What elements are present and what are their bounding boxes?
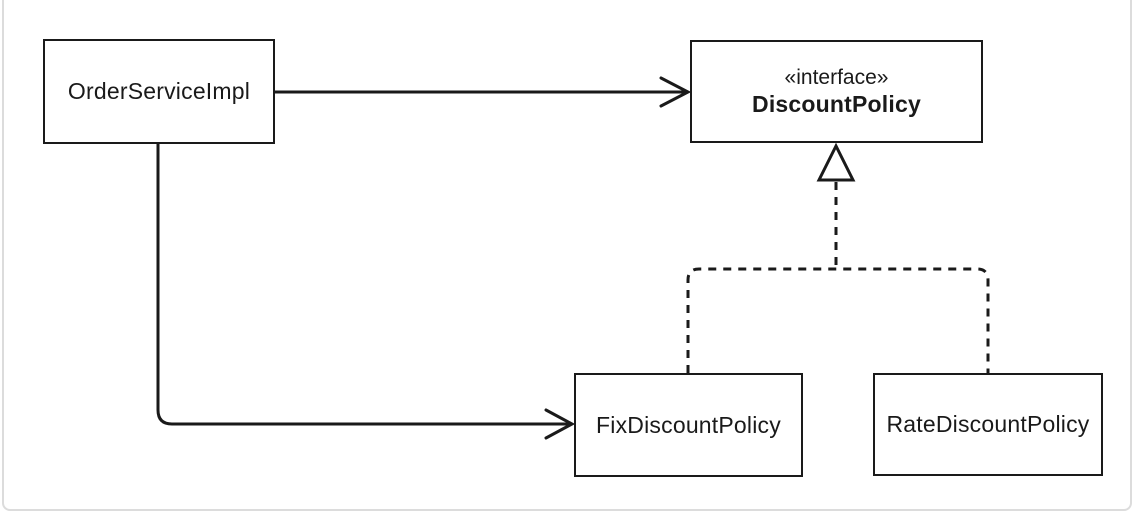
node-discount-policy-label: DiscountPolicy xyxy=(752,91,921,117)
node-discount-policy-interface: «interface» DiscountPolicy xyxy=(690,40,983,143)
edge-realization-dashed-lines xyxy=(686,182,990,373)
node-order-service-impl: OrderServiceImpl xyxy=(43,39,275,144)
node-order-service-impl-label: OrderServiceImpl xyxy=(67,78,251,104)
node-fix-discount-policy: FixDiscountPolicy xyxy=(574,373,803,477)
node-discount-policy-stereotype: «interface» xyxy=(784,66,889,89)
hollow-triangle-arrowhead xyxy=(816,142,856,182)
edge-orderservice-to-fixdiscountpolicy xyxy=(156,144,576,440)
node-rate-discount-policy: RateDiscountPolicy xyxy=(873,373,1103,476)
node-rate-discount-policy-label: RateDiscountPolicy xyxy=(886,411,1090,437)
node-fix-discount-policy-label: FixDiscountPolicy xyxy=(596,411,781,438)
edge-orderservice-to-discountpolicy xyxy=(275,76,692,108)
